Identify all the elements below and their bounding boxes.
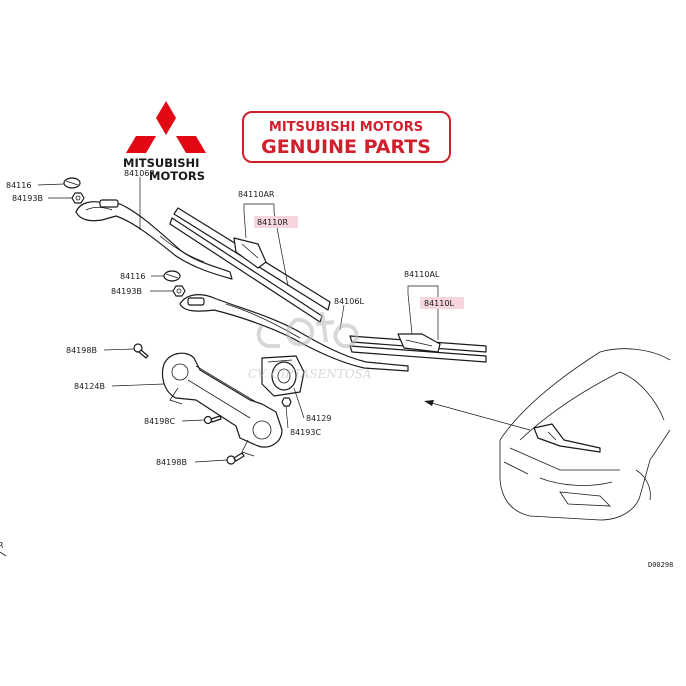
leader-lines (37, 177, 439, 463)
callout-84198c: 84198C (144, 417, 175, 426)
nut-84193b-lower (172, 285, 186, 297)
location-arrow (424, 400, 531, 431)
diagram-code: D00298 (648, 561, 673, 569)
callout-84110l: 84110L (424, 299, 454, 308)
callout-84193b-upper: 84193B (12, 194, 43, 203)
badge-line1: MITSUBISHI MOTORS (269, 120, 423, 135)
vehicle-outline (499, 348, 671, 521)
watermark: CV. CIPTASENTOSA (248, 311, 372, 381)
watermark-text: CV. CIPTASENTOSA (248, 367, 372, 381)
callout-84193b-lower: 84193B (111, 287, 142, 296)
mitsubishi-logo: MITSUBISHI MOTORS (123, 101, 206, 183)
badge-line2: GENUINE PARTS (261, 136, 431, 158)
bolt-84198c (203, 415, 222, 425)
bolt-84198b-lower (226, 452, 245, 465)
callout-84106l: 84106L (334, 297, 364, 306)
wiper-arm-84106l (179, 294, 409, 372)
callout-84124b: 84124B (74, 382, 105, 391)
genuine-parts-badge: MITSUBISHI MOTORS GENUINE PARTS (242, 111, 451, 163)
callout-84106r: 84106R (124, 169, 155, 178)
wiper-arm-84106r (75, 199, 233, 280)
edge-mark: R (0, 541, 4, 550)
nut-84193b-upper (71, 192, 85, 204)
cap-84116-upper (63, 177, 81, 189)
bolt-84198b-upper (133, 343, 149, 359)
callout-84193c: 84193C (290, 428, 321, 437)
badge-frame (242, 111, 451, 163)
wiper-motor-84129 (261, 355, 305, 397)
brand-name-line1: MITSUBISHI (123, 156, 199, 170)
cap-84116-lower (163, 270, 181, 282)
callout-84110ar: 84110AR (238, 190, 275, 199)
edge-mark-tick (0, 551, 7, 557)
callout-84198b-upper: 84198B (66, 346, 97, 355)
callout-84129: 84129 (306, 414, 331, 423)
wiper-blade-84110r (169, 207, 331, 323)
logo-diamond-top (156, 101, 176, 135)
callout-84198b-lower: 84198B (156, 458, 187, 467)
brand-name-line2: MOTORS (149, 169, 205, 183)
highlight-84110r (254, 216, 298, 228)
nut-84193c (281, 397, 292, 407)
wiper-blade-84110l (349, 333, 487, 363)
callout-84116-lower: 84116 (120, 272, 145, 281)
linkage-84124b (161, 352, 283, 457)
callout-84110r: 84110R (257, 218, 288, 227)
logo-diamond-left (126, 136, 156, 153)
highlight-84110l (420, 297, 464, 309)
logo-diamond-right (176, 136, 206, 153)
callout-84110al: 84110AL (404, 270, 440, 279)
callout-84116-upper: 84116 (6, 181, 31, 190)
